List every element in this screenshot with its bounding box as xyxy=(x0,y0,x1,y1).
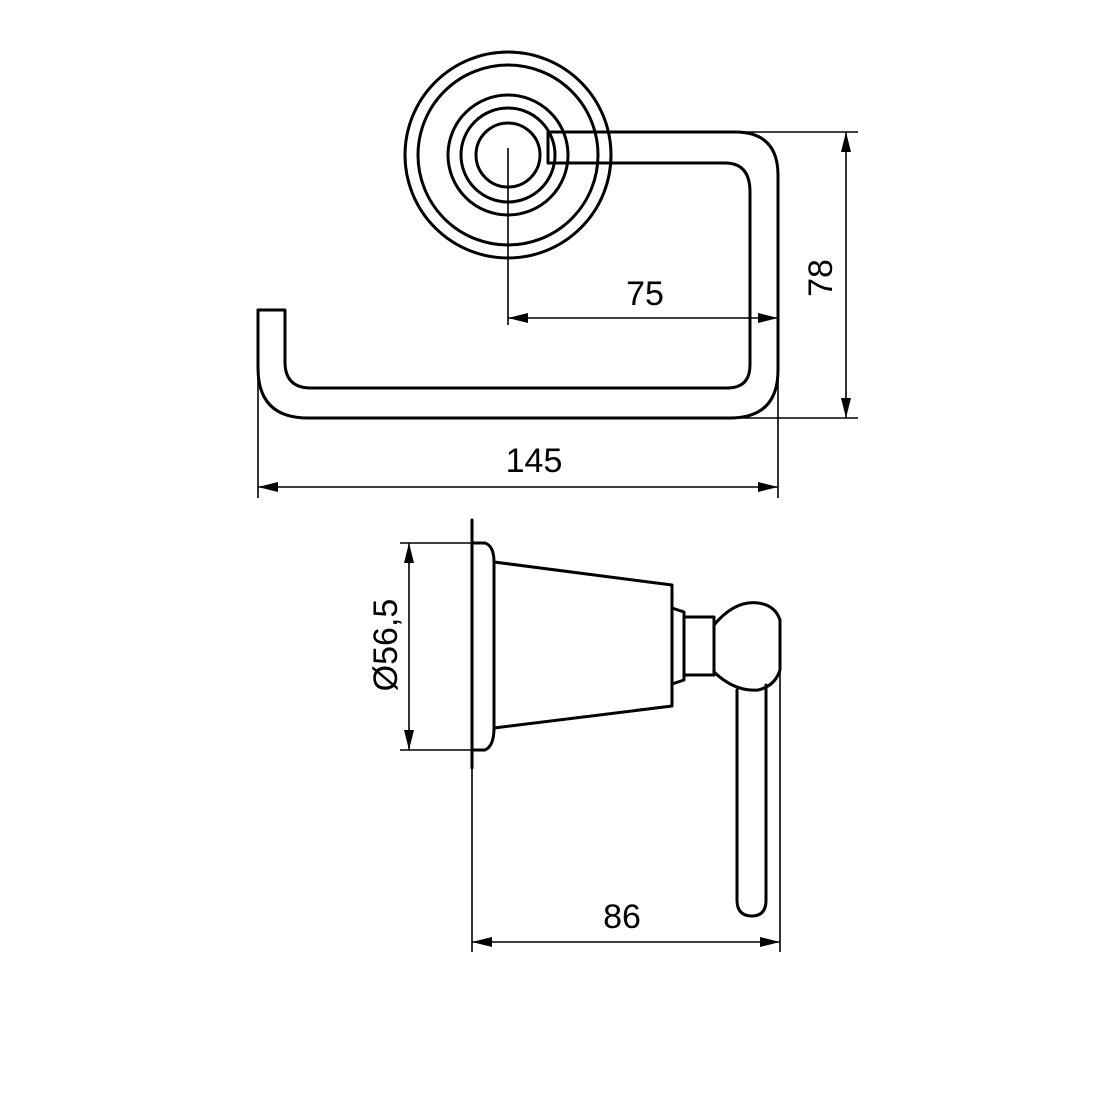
base-flange xyxy=(470,541,496,752)
dimension-78: 78 xyxy=(735,131,858,419)
dimension-diameter-label: Ø56,5 xyxy=(367,599,405,692)
dimension-diameter: Ø56,5 xyxy=(367,542,472,751)
cone-body xyxy=(492,560,674,730)
hanging-pin xyxy=(735,683,768,918)
dimension-78-label: 78 xyxy=(802,259,840,297)
neck-ring-2 xyxy=(682,615,716,677)
holder-arm xyxy=(256,130,780,420)
dimension-86-label: 86 xyxy=(603,898,641,936)
neck-ring-1 xyxy=(670,606,686,686)
dimension-75-label: 75 xyxy=(626,275,664,313)
knob-head xyxy=(712,601,782,692)
dimension-86: 86 xyxy=(471,670,781,952)
top-view: 75 78 145 xyxy=(256,50,858,498)
dimension-75: 75 xyxy=(508,275,778,323)
dimension-145: 145 xyxy=(257,370,779,498)
side-view: Ø56,5 86 xyxy=(367,518,782,952)
dimension-145-label: 145 xyxy=(506,442,563,480)
